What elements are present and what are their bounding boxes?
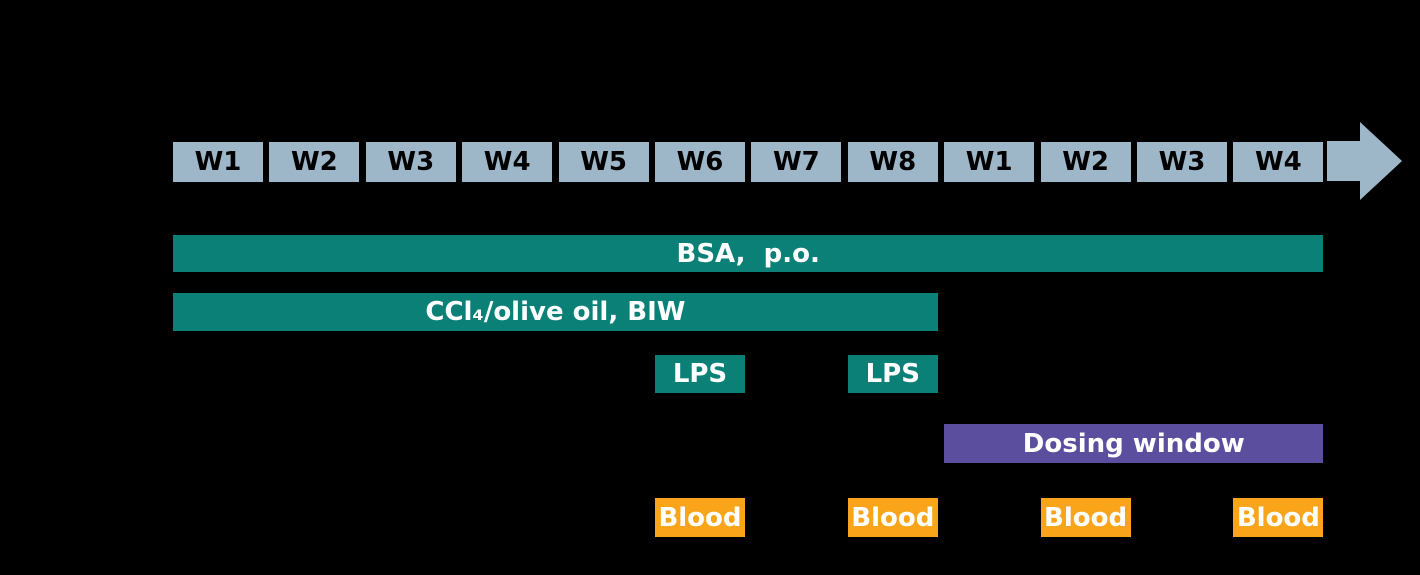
blood-3-bar: Blood [1040, 498, 1131, 537]
blood-4-label: Blood [1236, 502, 1320, 533]
lps-2-label: LPS [865, 359, 920, 389]
lps-1-bar: LPS [655, 355, 745, 393]
week-box-5: W5 [558, 142, 649, 182]
timeline-arrow-icon [1327, 141, 1360, 181]
ccl4-label: CCl₄/olive oil, BIW [425, 297, 686, 327]
week-box-4: W4 [462, 142, 553, 182]
bsa-bar: BSA, p.o. [173, 235, 1324, 272]
ccl4-bar: CCl₄/olive oil, BIW [173, 293, 938, 331]
blood-4-bar: Blood [1233, 498, 1324, 537]
timeline-arrow-head-icon [1360, 122, 1402, 200]
week-box-6: W6 [655, 142, 745, 182]
week-box-7: W7 [751, 142, 842, 182]
week-box-12: W4 [1233, 142, 1324, 182]
week-box-8: W8 [847, 142, 938, 182]
week-box-3: W3 [365, 142, 456, 182]
week-box-9: W1 [944, 142, 1035, 182]
blood-1-label: Blood [658, 502, 742, 533]
week-box-1: W1 [173, 142, 263, 182]
dosing-window-bar: Dosing window [944, 424, 1324, 463]
week-box-11: W3 [1137, 142, 1227, 182]
week-box-2: W2 [269, 142, 360, 182]
dosing-window-label: Dosing window [1022, 428, 1245, 459]
lps-1-label: LPS [672, 359, 728, 389]
bsa-label: BSA, p.o. [676, 238, 820, 269]
lps-2-bar: LPS [847, 355, 938, 393]
blood-2-label: Blood [851, 502, 935, 533]
blood-3-label: Blood [1044, 502, 1128, 533]
blood-2-bar: Blood [847, 498, 938, 537]
week-box-10: W2 [1040, 142, 1131, 182]
blood-1-bar: Blood [655, 498, 745, 537]
